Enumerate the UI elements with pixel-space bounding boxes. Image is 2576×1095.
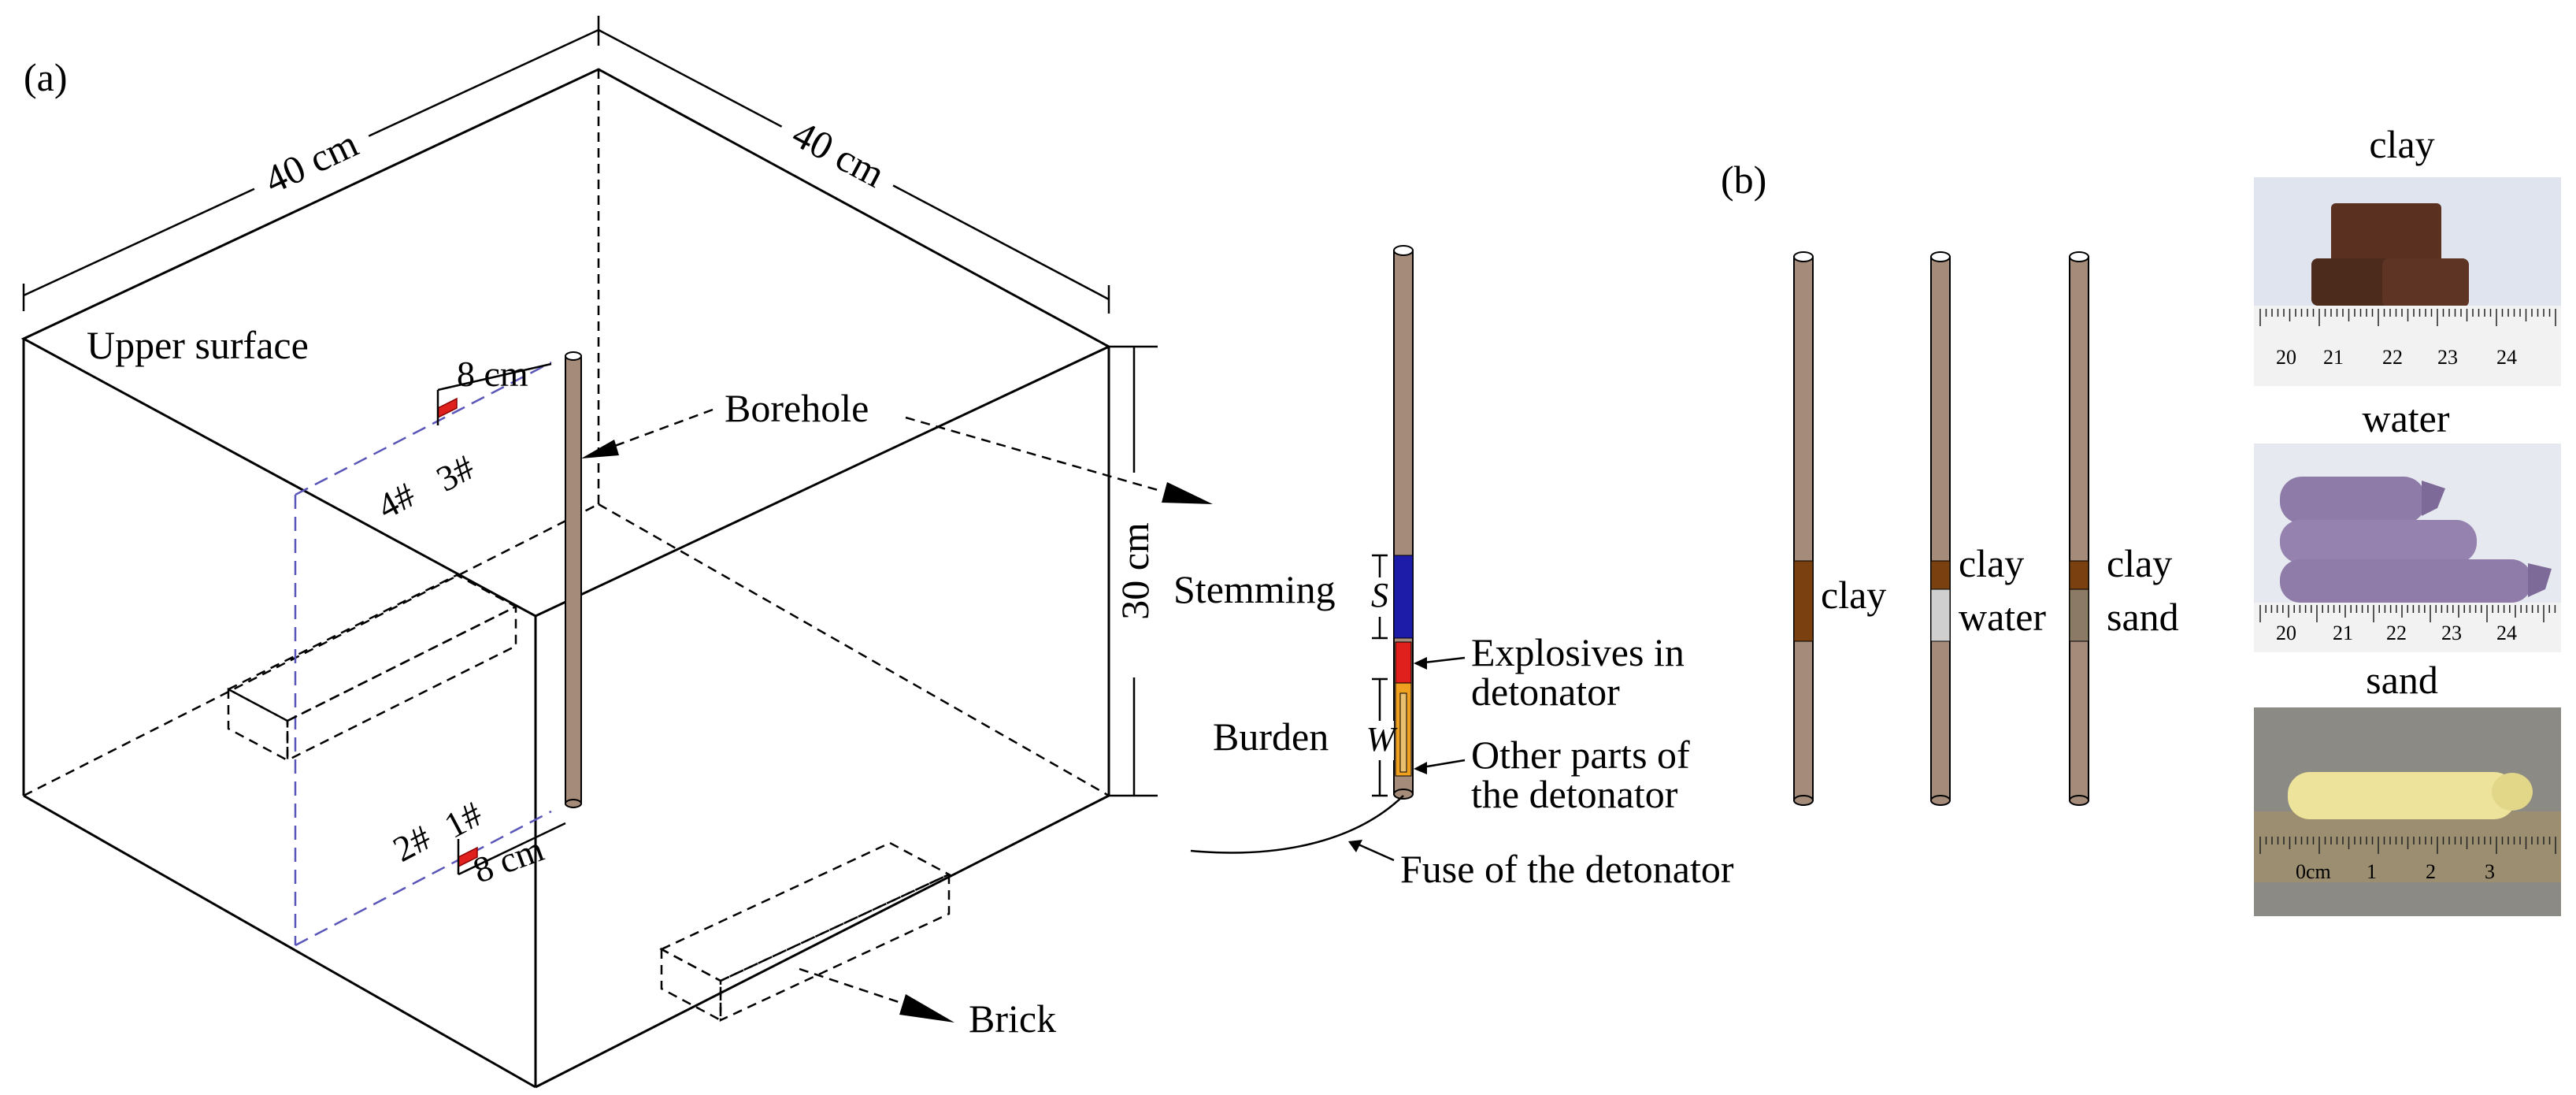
brick-left: [226, 573, 518, 763]
other-parts-label-2: the detonator: [1471, 772, 1678, 816]
sensor-4-label: 4#: [371, 474, 422, 527]
ruler-sand-0: 0cm: [2296, 860, 2331, 883]
panel-b-label: (b): [1721, 158, 1766, 202]
ruler-sand-2: 2: [2426, 860, 2436, 883]
photo-water: 20 21 22 23 24: [2254, 444, 2561, 652]
photo-clay: 20 21 22 23 24: [2254, 177, 2561, 386]
brick-bottom: [659, 841, 951, 1023]
tube3-clay-label: clay: [2107, 541, 2172, 585]
spacing-top-label: 8 cm: [457, 354, 528, 394]
upper-surface-label: Upper surface: [87, 323, 309, 367]
brick-label: Brick: [969, 997, 1056, 1041]
borehole-label: Borehole: [725, 386, 869, 430]
spacing-bottom-label: 8 cm: [468, 829, 549, 891]
sensor-plane: [294, 361, 552, 947]
borehole: [565, 351, 582, 808]
clay-stemming: [1793, 560, 1814, 642]
tube1-clay-label: clay: [1821, 573, 1886, 617]
charge-structure: [1190, 245, 1466, 862]
ruler-water-22: 22: [2386, 622, 2407, 644]
water-segment: [1930, 588, 1951, 642]
burden-label: Burden: [1213, 715, 1329, 759]
stemming-label: Stemming: [1173, 567, 1336, 611]
tube2-clay-label: clay: [1959, 541, 2024, 585]
ruler-clay-23: 23: [2437, 346, 2458, 369]
other-parts-label-1: Other parts of: [1471, 733, 1690, 777]
explosives-label-2: detonator: [1471, 670, 1620, 714]
sensor-3-label: 3#: [430, 447, 481, 499]
sensor-1-label: 1#: [438, 793, 489, 846]
tube-clay: [1793, 251, 1814, 806]
ruler-water-23: 23: [2441, 622, 2462, 644]
explosive-section: [1395, 641, 1412, 684]
ruler-clay-21: 21: [2323, 346, 2344, 369]
tube-clay-sand: [2069, 251, 2089, 806]
hidden-edges: [23, 69, 1110, 797]
sensor-top: [436, 362, 552, 425]
ruler-clay-24: 24: [2496, 346, 2517, 369]
ruler-sand-3: 3: [2485, 860, 2495, 883]
height-dimension: [1109, 345, 1158, 797]
tube-clay-water: [1930, 251, 1951, 806]
photo-sand-title: sand: [2366, 658, 2438, 702]
ruler-water-21: 21: [2333, 622, 2353, 644]
explosives-label-1: Explosives in: [1471, 630, 1685, 674]
borehole-arrows: [581, 408, 1213, 504]
dimension-lines-top: [22, 16, 1110, 314]
photo-water-title: water: [2362, 396, 2449, 440]
ruler-water-20: 20: [2276, 622, 2296, 644]
photo-sand: 0cm 1 2 3: [2254, 707, 2561, 916]
panel-a: (a) 40 cm 40 cm: [20, 16, 1213, 1089]
photo-clay-title: clay: [2369, 122, 2434, 166]
ruler-clay-22: 22: [2382, 346, 2403, 369]
height-label: 30 cm: [1113, 522, 1157, 620]
clay-segment: [1930, 560, 1951, 590]
sand-segment: [2069, 588, 2089, 642]
panel-a-label: (a): [24, 55, 68, 99]
sensor-2-label: 2#: [387, 817, 438, 870]
clay-segment: [2069, 560, 2089, 590]
ruler-sand-1: 1: [2367, 860, 2377, 883]
s-symbol: S: [1371, 576, 1388, 614]
fuse-label: Fuse of the detonator: [1400, 847, 1734, 891]
ruler-clay-20: 20: [2276, 346, 2296, 369]
sensor-bottom: [457, 822, 566, 876]
tube2-water-label: water: [1959, 595, 2046, 639]
brick-arrow: [799, 967, 954, 1023]
stemming-section: [1393, 555, 1414, 639]
tube3-sand-label: sand: [2107, 595, 2179, 639]
ruler-water-24: 24: [2496, 622, 2517, 644]
w-symbol: W: [1366, 720, 1398, 759]
